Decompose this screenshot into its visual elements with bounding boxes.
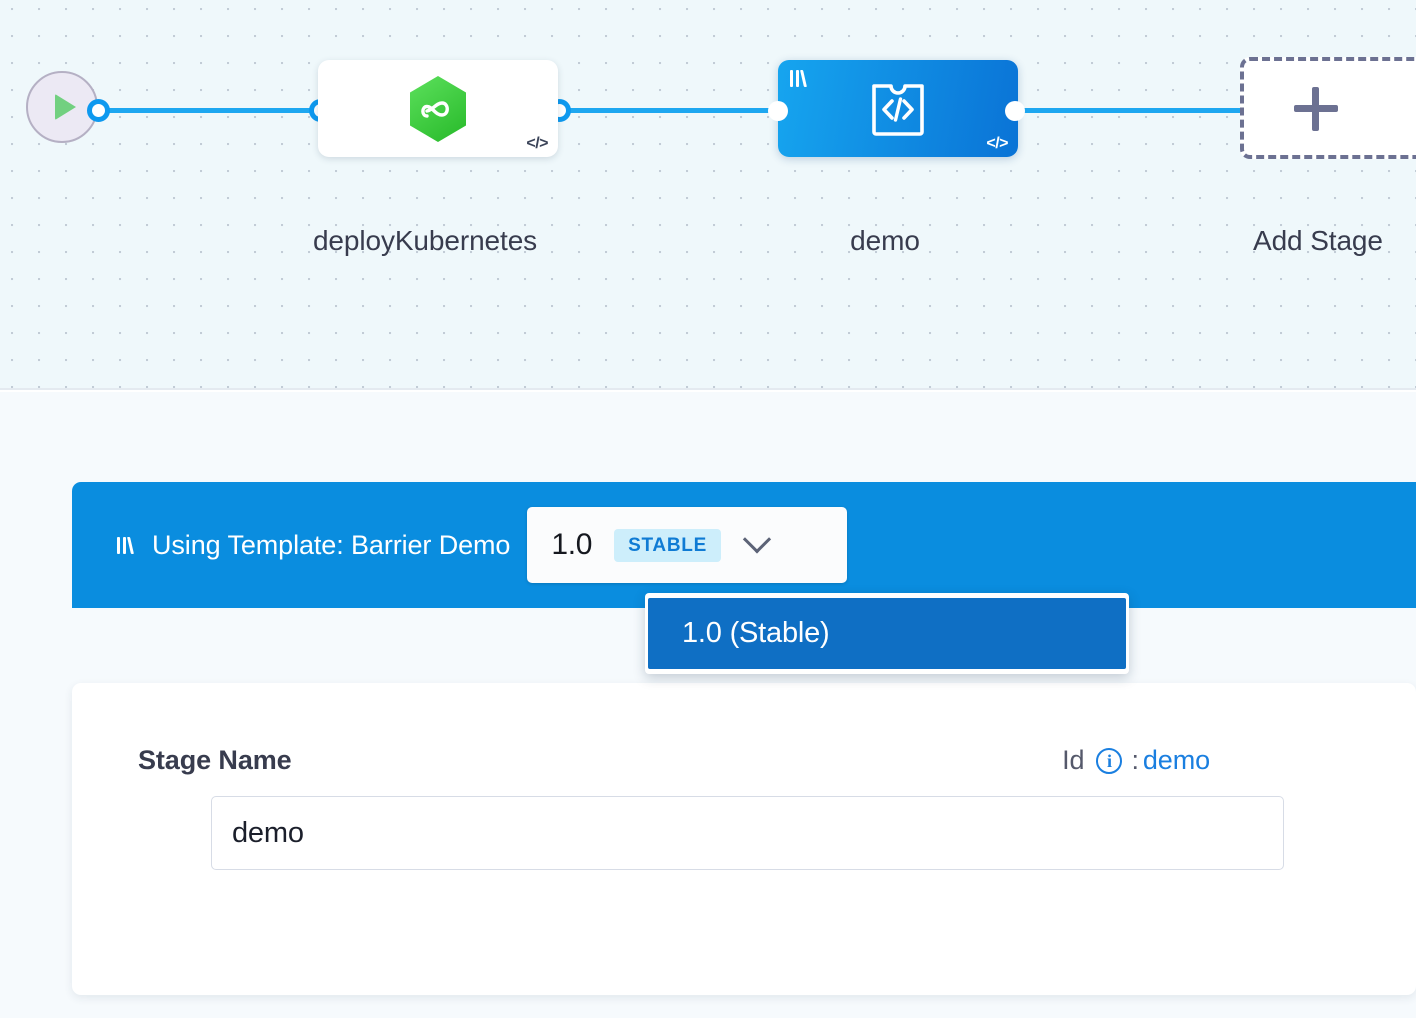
chevron-down-icon[interactable] [742, 525, 772, 554]
stage-name-label: Stage Name [138, 745, 292, 775]
template-version-selector[interactable]: 1.0 STABLE [527, 507, 848, 583]
stage-config-card: Stage Name Id i : demo [72, 683, 1416, 995]
stage-name-input[interactable] [211, 796, 1284, 870]
using-template-label: Using Template: Barrier Demo [152, 529, 511, 560]
code-icon: </> [526, 135, 548, 152]
stage-id-value: demo [1142, 745, 1210, 775]
stage-node-label-deploykubernetes: deployKubernetes [312, 225, 538, 256]
play-icon [55, 94, 76, 120]
start-node-output-port[interactable] [87, 99, 110, 122]
demo-node-output-port[interactable] [1005, 101, 1025, 121]
template-version-value: 1.0 [551, 528, 593, 561]
template-version-option[interactable]: 1.0 (Stable) [648, 598, 1126, 669]
custom-stage-code-icon [778, 60, 1018, 157]
pipeline-canvas[interactable]: </> </> de [0, 0, 1416, 390]
add-stage-node[interactable] [1240, 57, 1416, 159]
info-icon[interactable]: i [1096, 747, 1123, 774]
stage-name-row: Stage Name Id i : demo [138, 745, 1210, 776]
add-stage-label: Add Stage [1253, 225, 1383, 256]
connector-k8s-to-demo [548, 108, 793, 113]
connector-demo-to-add-stage [1002, 108, 1252, 113]
template-library-icon [789, 69, 808, 88]
stage-node-deploykubernetes[interactable]: </> [318, 60, 558, 157]
template-library-icon [116, 536, 135, 555]
stage-config-panel: Using Template: Barrier Demo 1.0 STABLE … [0, 392, 1416, 1018]
template-version-stable-badge: STABLE [614, 528, 721, 562]
demo-node-input-port[interactable] [768, 101, 788, 121]
template-version-dropdown-menu[interactable]: 1.0 (Stable) [645, 593, 1129, 674]
using-template-bar: Using Template: Barrier Demo 1.0 STABLE [72, 482, 1416, 608]
connector-start-to-k8s [96, 108, 331, 113]
stage-id-display: Id i : demo [1062, 745, 1210, 776]
stage-id-label: Id [1062, 745, 1085, 775]
harness-cd-hexagon-icon [318, 60, 558, 157]
stage-node-demo[interactable]: </> [778, 60, 1018, 157]
stage-node-label-demo: demo [850, 225, 920, 256]
pipeline-start-node[interactable] [26, 71, 98, 143]
code-icon: </> [986, 135, 1008, 152]
stage-id-separator: : [1131, 745, 1139, 775]
